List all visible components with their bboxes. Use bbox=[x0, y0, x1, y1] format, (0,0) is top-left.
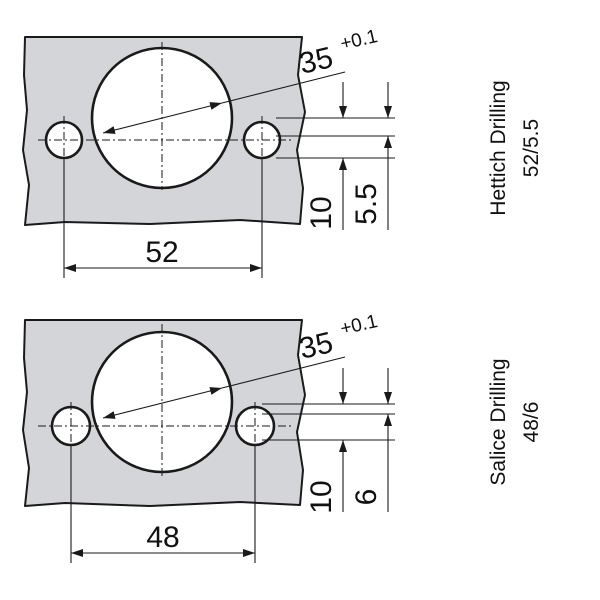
hettich-caption-spec: 52/5.5 bbox=[520, 119, 543, 177]
salice-edge-distance: 10 bbox=[305, 480, 338, 513]
salice-hole-spacing: 48 bbox=[146, 521, 179, 554]
hettich-hole-offset: 5.5 bbox=[350, 183, 383, 225]
hettich-caption-title: Hettich Drilling bbox=[487, 80, 510, 215]
salice-caption-title: Salice Drilling bbox=[487, 358, 510, 485]
salice-diameter-leader bbox=[221, 356, 346, 389]
hettich-diameter-leader bbox=[221, 71, 346, 104]
hettich-drilling-diagram: 35 +0.1 52 10 5.5 Hettich Drilling 52/5.… bbox=[22, 26, 543, 278]
salice-hole-offset: 6 bbox=[350, 489, 383, 506]
hettich-hole-spacing: 52 bbox=[145, 236, 178, 269]
hettich-cup-diameter: 35 bbox=[296, 41, 336, 81]
salice-cup-diameter: 35 bbox=[296, 326, 336, 366]
hettich-edge-distance: 10 bbox=[305, 196, 338, 229]
salice-drilling-diagram: 35 +0.1 48 10 6 Salice Drilling 48/6 bbox=[22, 311, 543, 563]
salice-cup-tolerance: +0.1 bbox=[338, 311, 379, 340]
hettich-cup-tolerance: +0.1 bbox=[338, 26, 379, 55]
hettich-diameter-dimension-line bbox=[102, 102, 223, 134]
salice-diameter-dimension-line bbox=[102, 387, 223, 419]
salice-caption-spec: 48/6 bbox=[520, 402, 543, 443]
